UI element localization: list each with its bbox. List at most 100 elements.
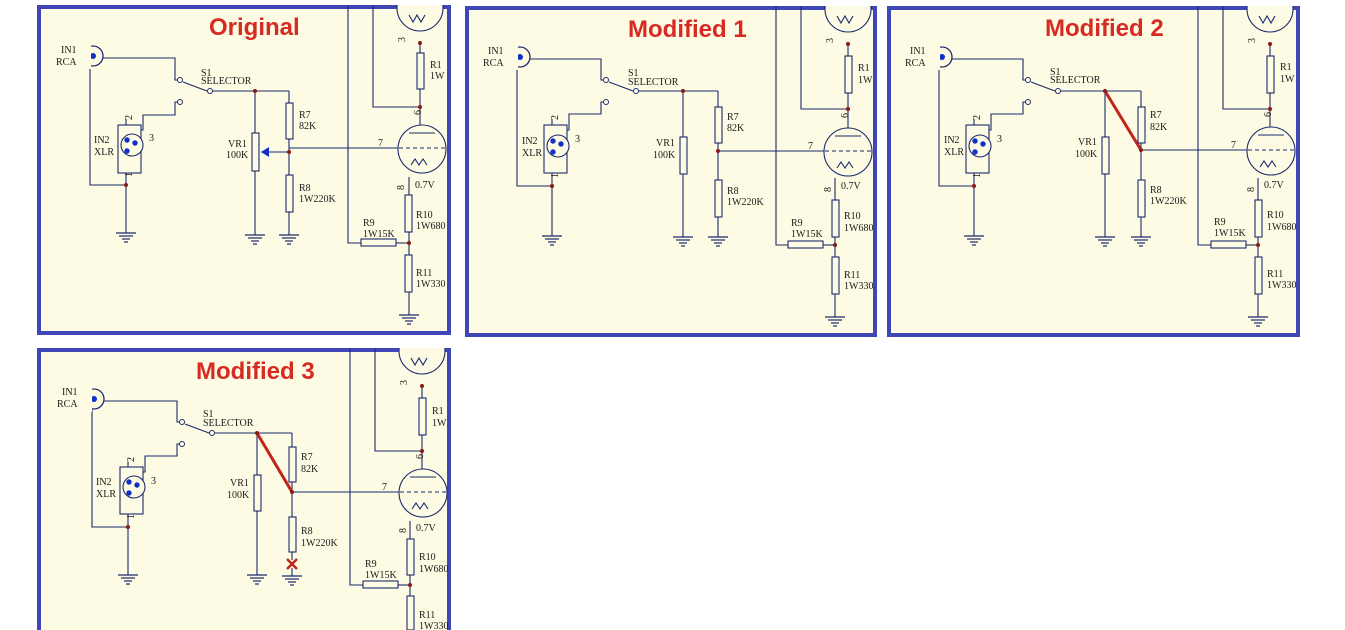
ground-icon xyxy=(399,314,419,325)
r1-id-label: R1 xyxy=(430,60,442,71)
r10-value-label: 1W680 xyxy=(1267,222,1296,233)
in2-id-label: IN2 xyxy=(94,135,110,146)
r10-id-label: R10 xyxy=(1267,210,1284,221)
vr1-value-label: 100K xyxy=(226,150,249,161)
r11-resistor xyxy=(404,254,413,293)
r1-resistor xyxy=(418,397,427,436)
in1-type-label: RCA xyxy=(905,58,926,69)
vr1-value-label: 100K xyxy=(1075,149,1098,160)
tube-pin-top-label: 3 xyxy=(825,38,836,43)
removed-x-icon xyxy=(286,558,298,570)
schematic-panel-modified-3: Modified 3 IN1 RCA xyxy=(37,348,451,630)
ground-icon xyxy=(542,235,562,246)
s1-id-label: S1 xyxy=(1050,67,1061,78)
r7-value-label: 82K xyxy=(299,121,317,132)
tube-pin-cathode-label: 8 xyxy=(398,528,409,533)
vr1-potentiometer xyxy=(679,136,688,175)
r10-resistor xyxy=(831,199,840,238)
r7-resistor xyxy=(1137,106,1146,144)
r7-value-label: 82K xyxy=(727,123,745,134)
r11-id-label: R11 xyxy=(844,270,860,281)
r1-value-label: 1W xyxy=(858,75,873,86)
ground-icon xyxy=(118,574,138,585)
wires xyxy=(89,5,421,315)
in2-id-label: IN2 xyxy=(944,135,960,146)
xlr-pin1-label: 1 xyxy=(124,172,135,177)
schematic-panel-original: Original IN1 RCA xyxy=(37,5,451,335)
r7-id-label: R7 xyxy=(727,112,739,123)
rca-jack-icon xyxy=(508,44,531,70)
r7-resistor xyxy=(285,102,294,140)
vr1-value-label: 100K xyxy=(653,150,676,161)
tube-pin-grid-label: 7 xyxy=(808,141,813,152)
in2-type-label: XLR xyxy=(944,147,964,158)
r10-resistor xyxy=(1254,199,1263,238)
wires xyxy=(516,6,849,317)
vr1-id-label: VR1 xyxy=(656,138,675,149)
in1-type-label: RCA xyxy=(56,57,77,68)
in2-id-label: IN2 xyxy=(522,136,538,147)
tube-pin-grid-label: 7 xyxy=(382,482,387,493)
r9-value-label: 1W15K xyxy=(365,570,397,581)
r8-id-label: R8 xyxy=(1150,185,1162,196)
r9-resistor xyxy=(362,580,399,589)
r7-id-label: R7 xyxy=(299,110,311,121)
panel-title: Modified 3 xyxy=(196,358,315,385)
ground-icon xyxy=(708,236,728,247)
ground-icon xyxy=(282,575,302,586)
xlr-pin2-label: 2 xyxy=(126,457,137,462)
r1-id-label: R1 xyxy=(858,63,870,74)
r9-id-label: R9 xyxy=(791,218,803,229)
vr1-potentiometer xyxy=(1101,136,1110,175)
s1-id-label: S1 xyxy=(628,68,639,79)
r1-value-label: 1W xyxy=(432,418,447,429)
junction-dots xyxy=(126,384,424,587)
r11-id-label: R11 xyxy=(419,610,435,621)
vacuum-tube-top-icon xyxy=(824,6,872,33)
r11-value-label: 1W330 xyxy=(844,281,873,292)
ground-icon xyxy=(1095,236,1115,247)
cathode-voltage-label: 0.7V xyxy=(841,181,862,192)
r11-id-label: R11 xyxy=(416,268,432,279)
xlr-pin2-label: 2 xyxy=(124,115,135,120)
r10-value-label: 1W680 xyxy=(419,564,448,575)
xlr-pin1-label: 1 xyxy=(550,173,561,178)
r9-id-label: R9 xyxy=(1214,217,1226,228)
r7-id-label: R7 xyxy=(301,452,313,463)
rca-jack-icon xyxy=(81,43,104,69)
ground-icon xyxy=(116,232,136,243)
r7-value-label: 82K xyxy=(1150,122,1168,133)
vacuum-tube-top-icon xyxy=(398,348,446,375)
r1-resistor xyxy=(1266,55,1275,94)
in1-id-label: IN1 xyxy=(910,46,926,57)
r9-resistor xyxy=(360,238,397,247)
tube-pin-cathode-label: 8 xyxy=(1246,187,1257,192)
ground-icon xyxy=(673,236,693,247)
r7-resistor xyxy=(288,446,297,483)
ground-icon xyxy=(964,235,984,246)
r11-value-label: 1W330 xyxy=(416,279,445,290)
tube-pin-plate-label: 6 xyxy=(413,110,424,115)
tube-pin-top-label: 3 xyxy=(399,380,410,385)
r8-value-label: 1W220K xyxy=(1150,196,1187,207)
vacuum-tube-icon xyxy=(823,127,873,177)
vr1-id-label: VR1 xyxy=(230,478,249,489)
in1-id-label: IN1 xyxy=(61,45,77,56)
r8-value-label: 1W220K xyxy=(727,197,764,208)
s1-name-label: SELECTOR xyxy=(201,76,252,87)
rca-jack-icon xyxy=(930,44,953,70)
vacuum-tube-icon xyxy=(397,124,447,174)
s1-name-label: SELECTOR xyxy=(628,77,679,88)
r8-resistor xyxy=(714,179,723,218)
r8-value-label: 1W220K xyxy=(301,538,338,549)
in1-id-label: IN1 xyxy=(62,387,78,398)
in1-type-label: RCA xyxy=(57,399,78,410)
r10-id-label: R10 xyxy=(419,552,436,563)
cathode-voltage-label: 0.7V xyxy=(415,180,436,191)
r9-resistor xyxy=(787,240,824,249)
panel-title: Modified 2 xyxy=(1045,15,1164,42)
modification-link xyxy=(1103,90,1143,151)
r9-value-label: 1W15K xyxy=(1214,228,1246,239)
vacuum-tube-icon xyxy=(1246,126,1296,176)
r11-resistor xyxy=(1254,256,1263,295)
